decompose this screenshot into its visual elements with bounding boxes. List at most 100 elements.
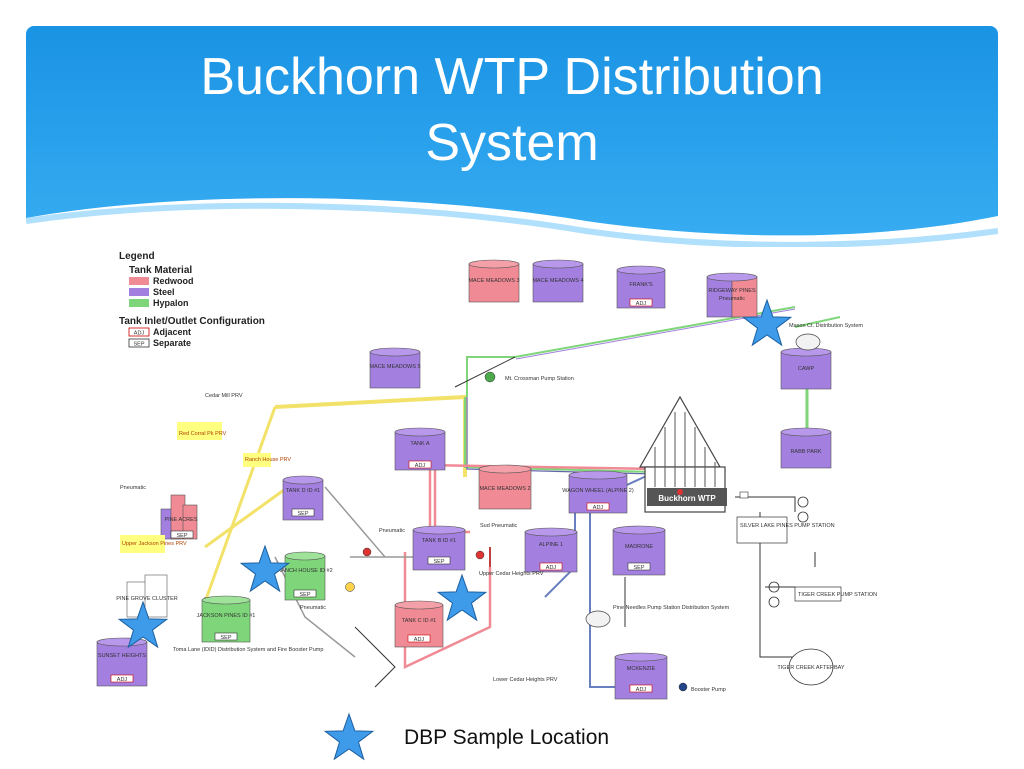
legend-adj-tag: ADJ xyxy=(134,331,145,337)
svg-text:RIDGEWAY PINES: RIDGEWAY PINES xyxy=(708,288,756,294)
svg-text:SEP: SEP xyxy=(633,565,644,571)
svg-text:ADJ: ADJ xyxy=(636,687,647,693)
svg-text:ADJ: ADJ xyxy=(593,505,604,511)
diagram-canvas: Legend Tank Material Redwood Steel Hypal… xyxy=(96,251,877,700)
label-pine-needles: Pine Needles Pump Station Distribution S… xyxy=(613,605,730,611)
svg-text:SUNSET HEIGHTS: SUNSET HEIGHTS xyxy=(98,653,147,659)
legend-redwood: Redwood xyxy=(153,276,194,286)
star-tank-b xyxy=(436,573,488,622)
label-upper-jackson: Upper Jackson Pines PRV xyxy=(122,541,187,547)
svg-text:MACE MEADOWS 3: MACE MEADOWS 3 xyxy=(468,278,519,284)
tank-ranch-house: RANCH HOUSE ID #2 SEP xyxy=(277,551,333,601)
label-tiger-creek-ps: TIGER CREEK PUMP STATION xyxy=(798,592,877,598)
label-lower-cedar: Lower Cedar Heights PRV xyxy=(493,677,558,683)
tank-mace2: MACE MEADOWS 2 xyxy=(478,464,532,510)
svg-text:MACE MEADOWS 5: MACE MEADOWS 5 xyxy=(369,364,420,370)
svg-text:SEP: SEP xyxy=(176,533,187,539)
svg-text:ADJ: ADJ xyxy=(546,565,557,571)
svg-text:FRANK'S: FRANK'S xyxy=(629,282,653,288)
tank-alpine1: ALPINE 1 ADJ xyxy=(524,527,578,573)
legend-hypalon-swatch xyxy=(129,299,149,307)
tank-ridgeway: RIDGEWAY PINES Pneumatic xyxy=(706,272,758,318)
legend-sep-box xyxy=(128,338,150,348)
svg-text:RANCH HOUSE ID #2: RANCH HOUSE ID #2 xyxy=(277,568,332,574)
diagram-labels: Mason Ct. Distribution System Mt. Crossm… xyxy=(120,323,877,693)
tank-c: TANK C ID #1 ADJ xyxy=(394,600,444,648)
legend-material-title: Tank Material xyxy=(129,265,192,276)
slide-title-line1: Buckhorn WTP Distribution xyxy=(200,48,824,106)
label-tiger-afterbay: TIGER CREEK AFTERBAY xyxy=(777,665,844,671)
legend-adj-box xyxy=(128,327,150,337)
svg-text:TANK A: TANK A xyxy=(410,441,429,447)
star-ridgeway xyxy=(741,298,793,347)
svg-text:CAWP: CAWP xyxy=(798,366,815,372)
svg-text:PINE ACRES: PINE ACRES xyxy=(164,517,197,523)
tank-b: TANK B ID #1 SEP xyxy=(412,525,466,571)
tank-jackson-pines: JACKSON PINES ID #1 SEP xyxy=(197,595,256,643)
tank-sunset-heights: SUNSET HEIGHTS ADJ xyxy=(96,637,148,687)
label-booster: Booster Pump xyxy=(691,687,726,693)
tank-madrone: MADRONE SEP xyxy=(612,525,666,576)
svg-text:WAGON WHEEL (ALPINE 2): WAGON WHEEL (ALPINE 2) xyxy=(562,488,634,494)
tank-cawp: CAWP xyxy=(780,347,832,390)
buckhorn-label: Buckhorn WTP xyxy=(658,494,716,503)
svg-text:MCKENZIE: MCKENZIE xyxy=(627,666,656,672)
label-toma-lane: Toma Lane (IDID) Distribution System and… xyxy=(173,647,323,653)
legend-hypalon: Hypalon xyxy=(153,298,189,308)
star-ranch-house xyxy=(239,544,291,593)
slide-title-line2: System xyxy=(425,114,599,172)
label-ranch-house-prv: Ranch House PRV xyxy=(245,457,291,463)
legend-sep-tag: SEP xyxy=(133,342,144,348)
svg-text:MACE MEADOWS 2: MACE MEADOWS 2 xyxy=(479,486,530,492)
label-sud-pneumatic: Sud Pneumatic xyxy=(480,523,518,529)
label-silver-lake: SILVER LAKE PINES PUMP STATION xyxy=(740,523,835,529)
legend-steel: Steel xyxy=(153,287,175,297)
tank-franks: FRANK'S ADJ xyxy=(616,265,666,309)
svg-text:ADJ: ADJ xyxy=(636,301,647,307)
legend-steel-swatch xyxy=(129,288,149,296)
svg-text:TANK B ID #1: TANK B ID #1 xyxy=(422,538,456,544)
label-pneumatic1: Pneumatic xyxy=(120,485,146,491)
legend-redwood-swatch xyxy=(129,277,149,285)
tank-mace4: MACE MEADOWS 4 xyxy=(532,259,584,303)
label-cedar-mill: Cedar Mill PRV xyxy=(205,393,243,399)
buckhorn-wtp-building: Buckhorn WTP xyxy=(638,395,727,513)
svg-text:Pneumatic: Pneumatic xyxy=(719,296,745,302)
svg-text:ADJ: ADJ xyxy=(414,637,425,643)
legend-separate: Separate xyxy=(153,338,191,348)
tank-rabb: RABB PARK xyxy=(780,427,832,469)
slide-title: Buckhorn WTP Distribution System xyxy=(26,44,998,176)
label-mt-crossman: Mt. Crossman Pump Station xyxy=(505,376,574,382)
svg-text:MADRONE: MADRONE xyxy=(625,544,653,550)
label-mason: Mason Ct. Distribution System xyxy=(789,323,863,329)
label-red-corral: Red Corral Pk PRV xyxy=(179,431,227,437)
svg-text:TANK C ID #1: TANK C ID #1 xyxy=(402,618,436,624)
svg-text:SEP: SEP xyxy=(299,592,310,598)
svg-text:JACKSON PINES ID #1: JACKSON PINES ID #1 xyxy=(197,613,256,619)
dbp-stars xyxy=(117,298,793,649)
tank-pine-acres: PINE ACRES SEP xyxy=(160,494,198,540)
label-upper-cedar: Upper Cedar Heights PRV xyxy=(479,571,544,577)
svg-text:MACE MEADOWS 4: MACE MEADOWS 4 xyxy=(532,278,583,284)
svg-text:PINE GROVE CLUSTER: PINE GROVE CLUSTER xyxy=(116,596,177,602)
label-pneumatic2: Pneumatic xyxy=(379,528,405,534)
legend: Legend Tank Material Redwood Steel Hypal… xyxy=(119,251,265,348)
caption-star-icon xyxy=(321,712,377,769)
svg-text:ADJ: ADJ xyxy=(415,463,426,469)
legend-adjacent: Adjacent xyxy=(153,327,191,337)
legend-config-title: Tank Inlet/Outlet Configuration xyxy=(119,316,265,327)
distribution-diagram: Legend Tank Material Redwood Steel Hypal… xyxy=(95,247,958,717)
tank-pine-grove: PINE GROVE CLUSTER xyxy=(116,574,178,618)
svg-text:ALPINE 1: ALPINE 1 xyxy=(539,542,563,548)
svg-text:ADJ: ADJ xyxy=(117,677,128,683)
svg-text:RABB PARK: RABB PARK xyxy=(790,449,821,455)
svg-text:SEP: SEP xyxy=(297,511,308,517)
svg-text:TANK D ID #1: TANK D ID #1 xyxy=(286,488,320,494)
tank-d: TANK D ID #1 SEP xyxy=(282,475,324,521)
tank-a: TANK A ADJ xyxy=(394,427,446,471)
tank-wagon-wheel: WAGON WHEEL (ALPINE 2) ADJ xyxy=(562,470,634,514)
tanks: MACE MEADOWS 3 MACE MEADOWS 4 FRANK'S AD… xyxy=(96,259,832,700)
tank-mace5: MACE MEADOWS 5 xyxy=(369,347,421,389)
components xyxy=(120,333,842,692)
svg-text:SEP: SEP xyxy=(220,635,231,641)
